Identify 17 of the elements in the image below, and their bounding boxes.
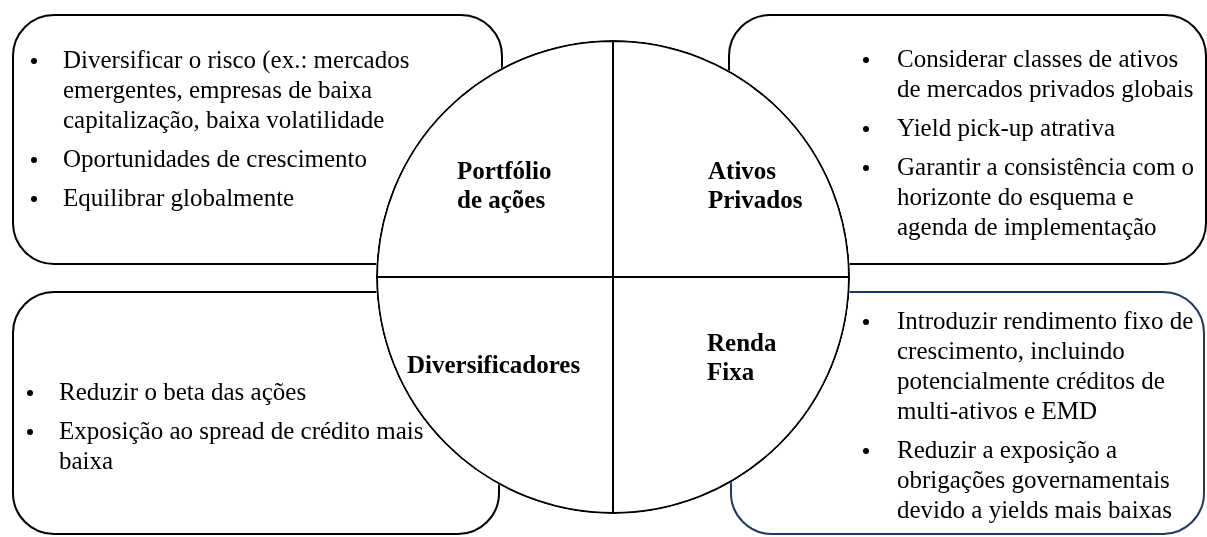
quadrant-title: Renda Fixa	[707, 328, 778, 386]
quadrant-title: Portfólio de ações	[457, 156, 553, 214]
bullet-point-text: Considerar classes de ativos de mercados privados globais	[897, 45, 1194, 102]
circle-quadrant	[613, 41, 849, 277]
quadrant-title: Diversificadores	[407, 350, 582, 379]
bullet-point-text: Equilibrar globalmente	[63, 184, 295, 211]
quadrant-title: Ativos Privados	[708, 156, 804, 214]
bullet-point-text: Garantir a consistência com o horizonte do esquema e agenda de implementação	[897, 153, 1195, 240]
bullet-point-text: Exposição ao spread de crédito mais baixa	[59, 417, 424, 474]
bullet-point-text: Yield pick-up atrativa	[897, 114, 1115, 141]
bullet-point-text: Diversificar o risco (ex.: mercados emergentes, empresas de baixa capitalização, baixa volatilidade	[63, 46, 410, 133]
bullet-point-text: Reduzir a exposição a obrigações governamentais devido a yields mais baixas	[897, 436, 1172, 523]
bullet-point-text: Introduzir rendimento fixo de crescimento, incluindo potencialmente créditos de multi-ativos e EMD	[897, 307, 1194, 424]
circle-quadrant	[613, 277, 849, 513]
bullet-point-text: Reduzir o beta das ações	[59, 378, 307, 405]
bullet-point-text: Oportunidades de crescimento	[63, 145, 368, 172]
circle-quadrant	[377, 277, 613, 513]
